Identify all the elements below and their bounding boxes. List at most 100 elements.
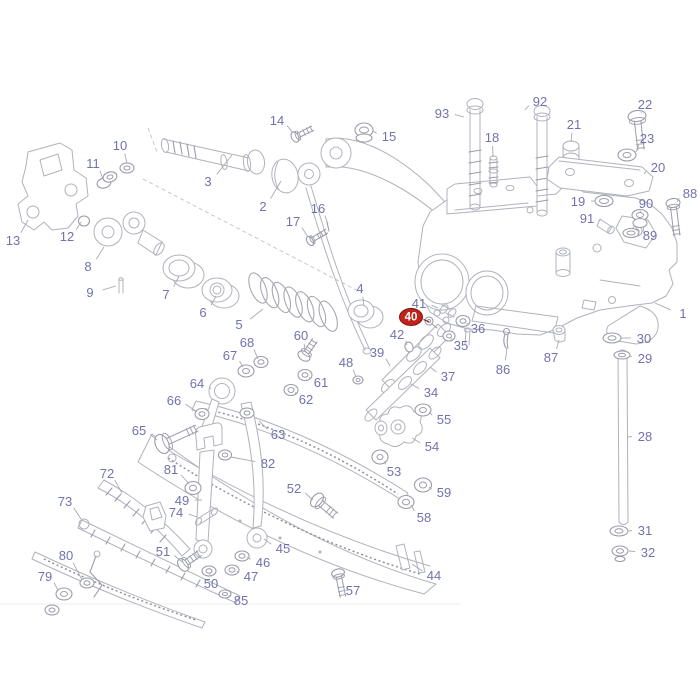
callout-5[interactable]: 5 — [235, 317, 242, 332]
callout-3[interactable]: 3 — [204, 174, 211, 189]
callout-number: 16 — [311, 201, 325, 216]
leader-line-37 — [429, 366, 437, 373]
callout-82[interactable]: 82 — [261, 456, 275, 471]
callout-14[interactable]: 14 — [270, 113, 284, 128]
callout-64[interactable]: 64 — [190, 376, 204, 391]
leader-line-73 — [73, 507, 82, 520]
callout-55[interactable]: 55 — [437, 412, 451, 427]
callout-18[interactable]: 18 — [485, 130, 499, 145]
leader-line-47 — [236, 570, 240, 574]
callout-15[interactable]: 15 — [382, 129, 396, 144]
callout-39[interactable]: 39 — [370, 345, 384, 360]
callout-number: 8 — [84, 259, 91, 274]
callout-79[interactable]: 79 — [38, 569, 52, 584]
callout-9[interactable]: 9 — [86, 285, 93, 300]
callout-68[interactable]: 68 — [240, 335, 254, 350]
callout-61[interactable]: 61 — [314, 375, 328, 390]
callout-32[interactable]: 32 — [641, 545, 655, 560]
callout-number: 32 — [641, 545, 655, 560]
callout-1[interactable]: 1 — [679, 306, 686, 321]
callout-23[interactable]: 23 — [640, 131, 654, 146]
callout-89[interactable]: 89 — [643, 228, 657, 243]
callout-19[interactable]: 19 — [571, 194, 585, 209]
callout-12[interactable]: 12 — [60, 229, 74, 244]
callout-28[interactable]: 28 — [638, 429, 652, 444]
callout-4[interactable]: 4 — [356, 281, 363, 296]
callout-number: 42 — [390, 327, 404, 342]
callout-91[interactable]: 91 — [580, 211, 594, 226]
callout-54[interactable]: 54 — [425, 439, 439, 454]
callout-48[interactable]: 48 — [339, 355, 353, 370]
callout-22[interactable]: 22 — [638, 97, 652, 112]
callout-number: 22 — [638, 97, 652, 112]
callout-number: 20 — [651, 160, 665, 175]
callout-21[interactable]: 21 — [567, 117, 581, 132]
callout-59[interactable]: 59 — [437, 485, 451, 500]
callout-number: 41 — [412, 296, 426, 311]
callout-11[interactable]: 11 — [86, 156, 100, 171]
callout-42[interactable]: 42 — [390, 327, 404, 342]
callout-45[interactable]: 45 — [276, 541, 290, 556]
callout-number: 17 — [286, 214, 300, 229]
callout-51[interactable]: 51 — [156, 544, 170, 559]
callout-81[interactable]: 81 — [164, 462, 178, 477]
callout-13[interactable]: 13 — [6, 233, 20, 248]
callout-number: 28 — [638, 429, 652, 444]
callout-36[interactable]: 36 — [471, 321, 485, 336]
callout-40[interactable]: 40 — [399, 308, 423, 326]
callout-72[interactable]: 72 — [100, 466, 114, 481]
callout-80[interactable]: 80 — [59, 548, 73, 563]
callout-93[interactable]: 93 — [435, 106, 449, 121]
callout-number: 54 — [425, 439, 439, 454]
callout-49[interactable]: 49 — [175, 493, 189, 508]
callout-6[interactable]: 6 — [199, 305, 206, 320]
callout-86[interactable]: 86 — [496, 362, 510, 377]
callout-30[interactable]: 30 — [637, 331, 651, 346]
callout-17[interactable]: 17 — [286, 214, 300, 229]
callout-8[interactable]: 8 — [84, 259, 91, 274]
callout-number: 68 — [240, 335, 254, 350]
callout-57[interactable]: 57 — [346, 583, 360, 598]
callout-35[interactable]: 35 — [454, 338, 468, 353]
callout-62[interactable]: 62 — [299, 392, 313, 407]
callout-number: 40 — [405, 312, 418, 324]
callout-46[interactable]: 46 — [256, 555, 270, 570]
callout-31[interactable]: 31 — [638, 523, 652, 538]
leader-line-86 — [504, 347, 508, 361]
callout-58[interactable]: 58 — [417, 510, 431, 525]
callout-47[interactable]: 47 — [244, 569, 258, 584]
callout-34[interactable]: 34 — [424, 385, 438, 400]
callout-20[interactable]: 20 — [651, 160, 665, 175]
callout-92[interactable]: 92 — [533, 94, 547, 109]
callout-44[interactable]: 44 — [427, 568, 441, 583]
callout-67[interactable]: 67 — [223, 348, 237, 363]
callout-60[interactable]: 60 — [294, 328, 308, 343]
callout-63[interactable]: 63 — [271, 427, 285, 442]
callout-74[interactable]: 74 — [169, 505, 183, 520]
leader-line-9 — [102, 285, 117, 291]
callout-53[interactable]: 53 — [387, 464, 401, 479]
callout-number: 1 — [679, 306, 686, 321]
callout-number: 11 — [86, 156, 100, 171]
callout-87[interactable]: 87 — [544, 350, 558, 365]
callout-number: 48 — [339, 355, 353, 370]
callout-7[interactable]: 7 — [162, 287, 169, 302]
callout-90[interactable]: 90 — [639, 196, 653, 211]
callout-52[interactable]: 52 — [287, 481, 301, 496]
callout-number: 10 — [113, 138, 127, 153]
callout-73[interactable]: 73 — [58, 494, 72, 509]
callout-66[interactable]: 66 — [167, 393, 181, 408]
callout-41[interactable]: 41 — [412, 296, 426, 311]
callout-16[interactable]: 16 — [311, 201, 325, 216]
callout-2[interactable]: 2 — [259, 199, 266, 214]
callout-29[interactable]: 29 — [638, 351, 652, 366]
callout-50[interactable]: 50 — [204, 576, 218, 591]
leader-line-45 — [263, 538, 272, 545]
callout-65[interactable]: 65 — [132, 423, 146, 438]
callout-85[interactable]: 85 — [234, 593, 248, 608]
callout-37[interactable]: 37 — [441, 369, 455, 384]
callout-88[interactable]: 88 — [683, 186, 697, 201]
callout-10[interactable]: 10 — [113, 138, 127, 153]
callout-number: 52 — [287, 481, 301, 496]
callout-number: 29 — [638, 351, 652, 366]
